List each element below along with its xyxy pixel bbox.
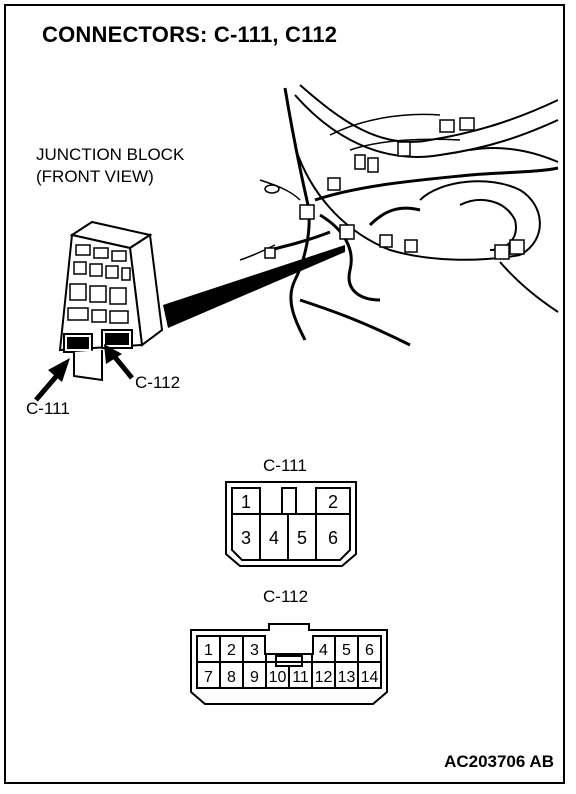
leader-wedge [163, 245, 345, 328]
callout-c111-label: C-111 [26, 399, 70, 418]
c111-pin: 5 [297, 528, 307, 548]
c112-pin: 2 [227, 642, 236, 659]
c111-pin: 6 [328, 528, 338, 548]
c111-pin: 3 [241, 528, 251, 548]
c112-pin: 8 [227, 669, 236, 686]
c111-connector: 1 2 3 4 5 6 [225, 481, 357, 567]
c112-pin: 1 [204, 642, 213, 659]
c112-pin: 13 [338, 669, 356, 686]
reference-code: AC203706 AB [444, 752, 554, 771]
c111-pin: 4 [269, 528, 279, 548]
c111-pin: 1 [241, 492, 251, 512]
callout-arrows [34, 344, 134, 402]
page-title: CONNECTORS: C-111, C112 [42, 22, 338, 47]
c112-pin: 6 [365, 642, 374, 659]
c112-pin: 9 [250, 669, 259, 686]
callout-c112-label: C-112 [135, 373, 181, 392]
c111-label: C-111 [263, 456, 307, 475]
c112-pin: 10 [269, 669, 287, 686]
c112-label: C-112 [263, 587, 309, 606]
c112-connector: 1 2 3 4 5 6 7 8 9 10 11 12 13 14 [190, 623, 388, 705]
junction-block-label: JUNCTION BLOCK (FRONT VIEW) [36, 144, 184, 188]
c112-pin: 4 [319, 642, 328, 659]
c112-pin: 7 [204, 669, 213, 686]
c112-pin: 14 [361, 669, 379, 686]
diagram-frame [4, 4, 565, 784]
dashboard-outline [294, 84, 559, 313]
junction-block [58, 220, 164, 382]
wiring-thin [239, 113, 461, 261]
junction-block-label-line2: (FRONT VIEW) [36, 167, 154, 186]
c112-pin: 12 [315, 669, 333, 686]
c112-pin: 3 [250, 642, 259, 659]
junction-block-label-line1: JUNCTION BLOCK [36, 145, 185, 164]
harness-connectors [264, 117, 525, 260]
c112-pin: 11 [292, 669, 309, 686]
c111-pin: 2 [328, 492, 338, 512]
c112-pin: 5 [342, 642, 351, 659]
